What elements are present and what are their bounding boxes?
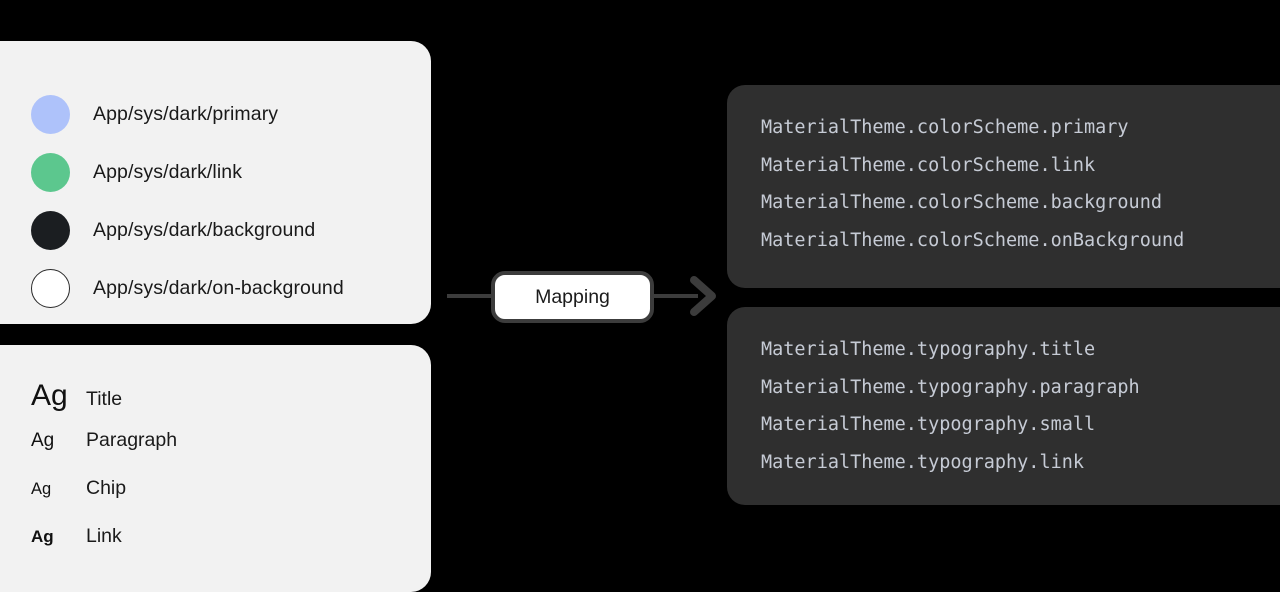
typography-code-panel: MaterialTheme.typography.title MaterialT… [727, 307, 1280, 505]
color-token-label: App/sys/dark/on-background [93, 276, 344, 299]
color-swatch-link [31, 152, 70, 192]
color-token-row[interactable]: App/sys/dark/background [0, 201, 431, 259]
code-line: MaterialTheme.colorScheme.link [761, 154, 1096, 176]
typography-token-row[interactable]: Ag Paragraph [0, 429, 431, 477]
typography-token-label: Paragraph [86, 429, 178, 451]
type-specimen-title: Ag [31, 379, 68, 412]
code-line: MaterialTheme.colorScheme.background [761, 192, 1162, 214]
color-token-row[interactable]: App/sys/dark/on-background [0, 259, 431, 317]
color-swatch-on-background [31, 268, 70, 308]
typography-token-row[interactable]: Ag Title [0, 381, 431, 429]
typography-token-label: Chip [86, 477, 127, 499]
mapping-connector: Mapping [440, 262, 730, 332]
color-token-label: App/sys/dark/link [93, 160, 243, 183]
color-swatch-primary [31, 94, 70, 134]
code-line: MaterialTheme.colorScheme.primary [761, 117, 1129, 138]
type-specimen-chip: Ag [31, 480, 52, 498]
type-specimen-link: Ag [31, 527, 54, 546]
color-token-label: App/sys/dark/primary [93, 102, 279, 125]
type-specimen-paragraph: Ag [31, 430, 55, 451]
colorscheme-code-panel: MaterialTheme.colorScheme.primary Materi… [727, 85, 1280, 288]
typography-token-row[interactable]: Ag Chip [0, 477, 431, 525]
color-token-label: App/sys/dark/background [93, 218, 316, 241]
code-line: MaterialTheme.colorScheme.onBackground [761, 229, 1185, 251]
color-swatch-background [31, 210, 70, 250]
typography-tokens-card: Ag Title Ag Paragraph Ag Chip Ag Link [0, 345, 431, 592]
typography-token-label: Title [86, 388, 123, 410]
typography-token-label: Link [86, 525, 122, 547]
color-tokens-card: App/sys/dark/primary App/sys/dark/link A… [0, 41, 431, 324]
typography-token-row[interactable]: Ag Link [0, 525, 431, 573]
code-line: MaterialTheme.typography.title [761, 339, 1096, 360]
color-token-row[interactable]: App/sys/dark/link [0, 143, 431, 201]
code-line: MaterialTheme.typography.link [761, 451, 1085, 473]
code-line: MaterialTheme.typography.small [761, 414, 1096, 436]
mapping-chip[interactable]: Mapping [491, 271, 654, 323]
color-token-row[interactable]: App/sys/dark/primary [0, 85, 431, 143]
code-line: MaterialTheme.typography.paragraph [761, 376, 1140, 398]
mapping-chip-label: Mapping [535, 285, 610, 308]
connector-arrow-icon [447, 276, 716, 316]
